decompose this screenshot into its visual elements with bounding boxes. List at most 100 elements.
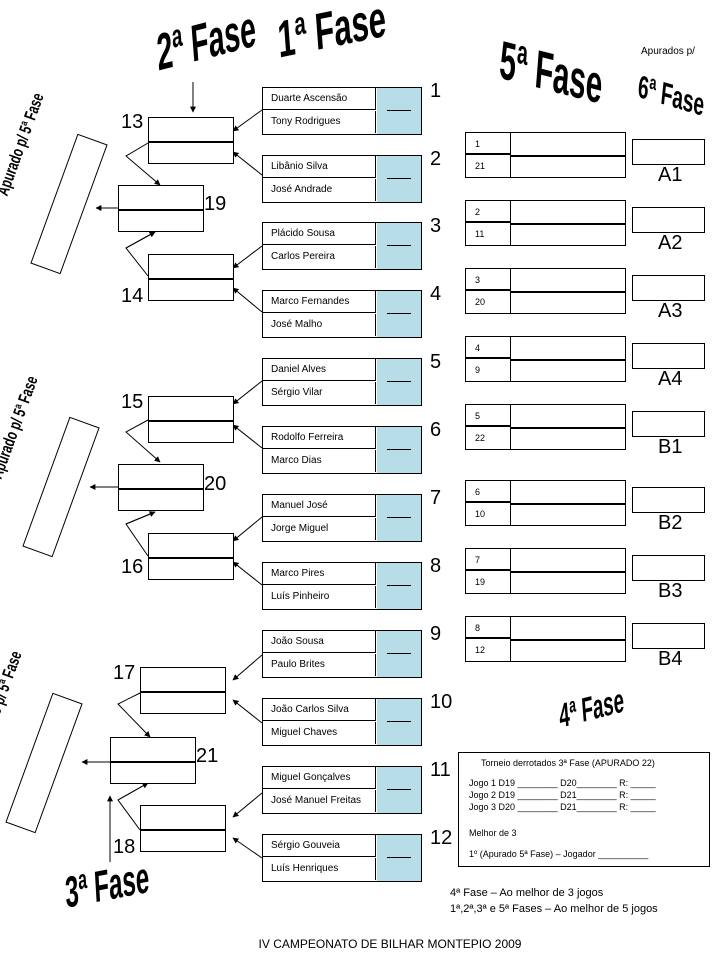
player-bottom: Luís Henriques (263, 858, 376, 880)
player-bottom: Tony Rodrigues (263, 111, 376, 133)
phase4-title: Torneio derrotados 3ª Fase (APURADO 22) (481, 758, 655, 768)
score-blank-line (387, 653, 411, 654)
player-top: João Carlos Silva (263, 699, 376, 721)
phase2-match-13[interactable] (148, 117, 234, 164)
score-cell[interactable] (377, 223, 421, 269)
seed-top: 1 (466, 133, 511, 155)
seed-top: 7 (466, 549, 511, 571)
score-cell[interactable] (377, 767, 421, 813)
score-blank-line (387, 178, 411, 179)
score-cell[interactable] (377, 427, 421, 473)
phase2-number-17: 17 (113, 662, 136, 684)
phase4-game3[interactable]: Jogo 3 D20 ________ D21________ R: _____ (469, 802, 656, 812)
phase3-match-20[interactable] (118, 464, 204, 511)
qualified-slot[interactable] (632, 411, 705, 437)
player-bottom: Luís Pinheiro (263, 586, 376, 608)
match-number: 4 (430, 283, 442, 305)
phase2-match-18[interactable] (140, 805, 226, 852)
score-cell[interactable] (377, 88, 421, 134)
seed-bottom: 20 (466, 291, 511, 313)
qualified-slot-label: A3 (658, 300, 683, 322)
qualified-slot-label: B1 (658, 436, 683, 458)
phase2-match-17[interactable] (140, 667, 226, 714)
qualified-slot-label: A2 (658, 232, 683, 254)
phase2-number-13: 13 (121, 111, 144, 133)
footer-title: IV CAMPEONATO DE BILHAR MONTEPIO 2009 (258, 937, 522, 951)
phase4-game2[interactable]: Jogo 2 D19 ________ D21________ R: _____ (469, 790, 656, 800)
phase2-match-16[interactable] (148, 533, 234, 580)
score-blank-line (387, 789, 411, 790)
phase4-winner[interactable]: 1º (Apurado 5ª Fase) – Jogador _________… (469, 849, 649, 859)
qualified-slot[interactable] (632, 623, 705, 649)
match-number: 7 (430, 487, 442, 509)
score-blank-line (387, 245, 411, 246)
phase4-game1[interactable]: Jogo 1 D19 ________ D20________ R: _____ (469, 778, 656, 788)
qualified-for-label: Apurados p/ (641, 46, 695, 57)
player-bottom: Miguel Chaves (263, 722, 376, 744)
score-blank-line (387, 585, 411, 586)
phase3-match-19[interactable] (118, 185, 204, 232)
score-cell[interactable] (377, 699, 421, 745)
player-top: Libânio Silva (263, 156, 376, 178)
phase3-number-20: 20 (204, 473, 227, 495)
qualified-slot[interactable] (632, 139, 705, 165)
phase2-number-15: 15 (121, 391, 144, 413)
qualified-slot[interactable] (632, 555, 705, 581)
player-bottom: José Malho (263, 314, 376, 336)
player-top: Rodolfo Ferreira (263, 427, 376, 449)
phase3-match-21[interactable] (110, 737, 196, 784)
score-cell[interactable] (377, 359, 421, 405)
player-bottom: José Manuel Freitas (263, 790, 376, 812)
seed-top: 3 (466, 269, 511, 291)
result-line (511, 291, 625, 293)
score-blank-line (387, 313, 411, 314)
phase2-match-15[interactable] (148, 396, 234, 443)
score-cell[interactable] (377, 291, 421, 337)
player-bottom: Sérgio Vilar (263, 382, 376, 404)
score-cell[interactable] (377, 563, 421, 609)
player-bottom: Carlos Pereira (263, 246, 376, 268)
player-top: Sérgio Gouveia (263, 835, 376, 857)
result-line (511, 155, 625, 157)
qualified-slot[interactable] (632, 487, 705, 513)
qualified-slot[interactable] (632, 275, 705, 301)
match-number: 8 (430, 555, 442, 577)
seed-bottom: 21 (466, 155, 511, 177)
score-cell[interactable] (377, 631, 421, 677)
score-cell[interactable] (377, 495, 421, 541)
score-blank-line (387, 857, 411, 858)
score-cell[interactable] (377, 835, 421, 881)
footnote-phase4: 4ª Fase – Ao melhor de 3 jogos (450, 887, 604, 899)
qualified-slot[interactable] (632, 207, 705, 233)
match-number: 1 (430, 80, 442, 102)
phase2-match-14[interactable] (148, 254, 234, 301)
result-line (511, 427, 625, 429)
phase4-box: Torneio derrotados 3ª Fase (APURADO 22) … (458, 752, 710, 867)
qualified-slot[interactable] (632, 343, 705, 369)
match-number: 3 (430, 215, 442, 237)
score-cell[interactable] (377, 156, 421, 202)
score-blank-line (387, 517, 411, 518)
seed-top: 6 (466, 481, 511, 503)
qualified-slot-label: B2 (658, 512, 683, 534)
